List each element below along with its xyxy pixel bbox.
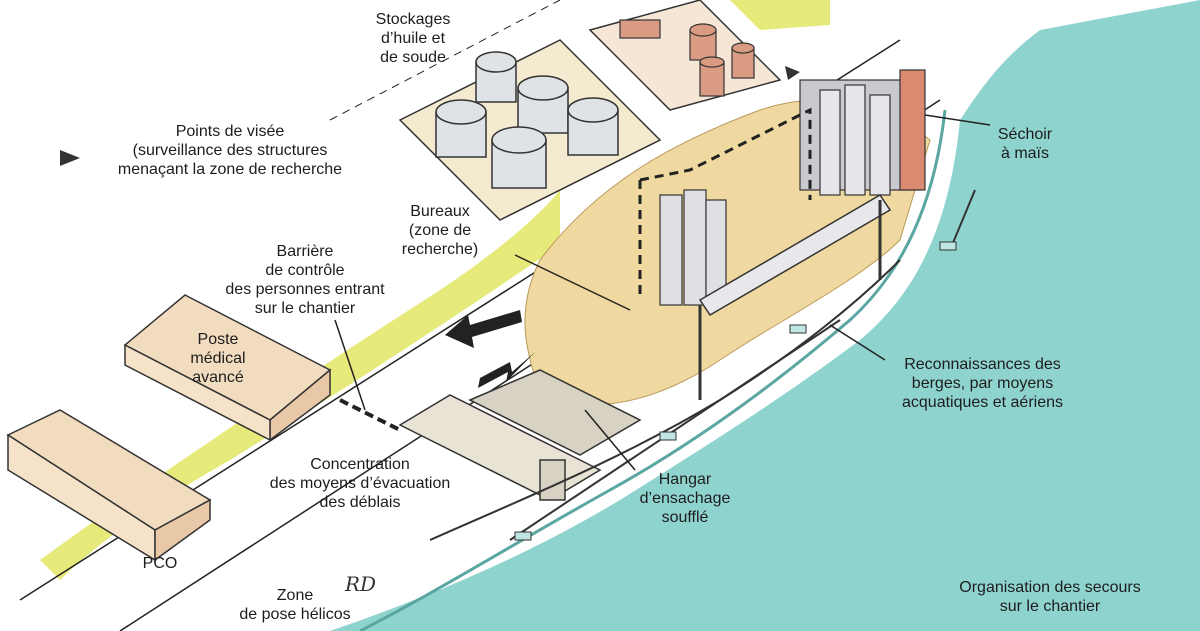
soda-tanks bbox=[619, 19, 755, 97]
label-pco: PCO bbox=[142, 555, 178, 572]
traffic-arrow-right bbox=[478, 352, 535, 388]
medical-post-building bbox=[123, 294, 332, 442]
leader-lines bbox=[334, 114, 991, 471]
river-water bbox=[330, 0, 1200, 631]
river-bank bbox=[359, 109, 947, 631]
oil-tanks bbox=[435, 51, 619, 189]
sighting-point-icon bbox=[60, 150, 80, 166]
artist-signature: RD bbox=[345, 572, 377, 596]
central-silos bbox=[659, 189, 727, 306]
pontoon-line bbox=[509, 189, 976, 541]
dashed-perimeter bbox=[638, 107, 812, 300]
label-points-visee: Points de visée(surveillance des structu… bbox=[117, 123, 343, 178]
control-barrier bbox=[339, 398, 401, 432]
grass-top bbox=[730, 0, 830, 30]
sighting-point-icon-top bbox=[785, 66, 800, 80]
pco-building bbox=[6, 409, 212, 562]
road-line-3 bbox=[329, 0, 561, 121]
corn-dryer-silos bbox=[799, 69, 926, 196]
conveyor-bridge bbox=[698, 193, 892, 317]
bagging-hangar bbox=[398, 369, 642, 501]
traffic-arrow-left bbox=[445, 310, 522, 348]
